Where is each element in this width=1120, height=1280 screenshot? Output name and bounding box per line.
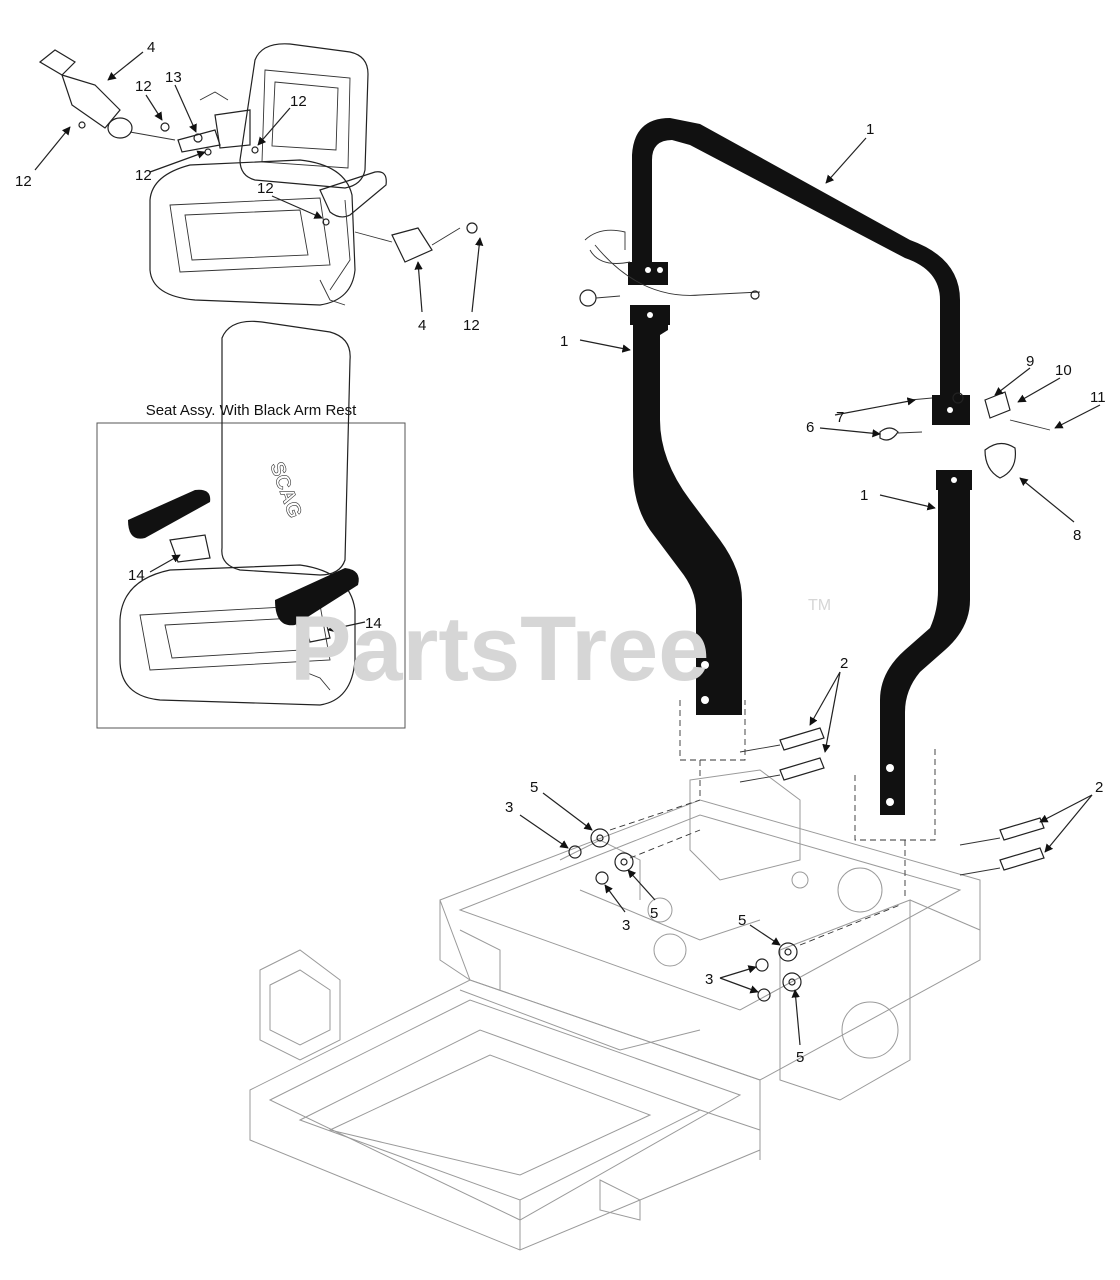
callout-3-nut-a: 3 [505,799,513,816]
inset-box: Seat Assy. With Black Arm Rest SCAG [96,320,406,729]
rops-left-leg [630,305,746,800]
callout-12-c: 12 [135,167,152,184]
callout-12-f: 12 [463,317,480,334]
callout-labels: 1 1 1 2 2 3 3 3 4 4 5 5 5 5 6 7 8 9 10 1… [15,39,1106,1066]
callout-5-washer-c: 5 [738,912,746,929]
callout-12-a: 12 [15,173,32,190]
watermark-trademark: TM [808,597,831,614]
callout-4-retractor: 4 [147,39,155,56]
callout-2-left-bolts: 2 [840,655,848,672]
callout-11: 11 [1090,389,1106,406]
seat-belt-retractor [38,49,176,141]
callout-6: 6 [806,419,814,436]
callout-9: 9 [1026,353,1034,370]
mower-chassis-frame [249,769,981,1251]
callout-10: 10 [1055,362,1072,379]
watermark: PartsTree TM [290,597,831,700]
inset-title: Seat Assy. With Black Arm Rest [146,402,357,419]
mounting-hardware [568,727,1045,1002]
inset-seat-drawing: SCAG [119,320,359,706]
rops-right-leg [854,470,972,900]
callout-7: 7 [836,409,844,426]
callout-1-left-leg: 1 [560,333,568,350]
callout-5-washer-a: 5 [530,779,538,796]
callout-14-left: 14 [128,567,145,584]
seat-belt-latch [354,227,461,263]
callout-3-nut-b: 3 [622,917,630,934]
seat-assembly-drawing [149,43,387,306]
callout-12-e: 12 [257,180,274,197]
callout-13: 13 [165,69,182,86]
callout-2-right-bolts: 2 [1095,779,1103,796]
callout-1-right-leg: 1 [860,487,868,504]
callout-1-upper-hoop: 1 [866,121,874,138]
rops-upper-hoop [628,118,970,425]
callout-8: 8 [1073,527,1081,544]
seat-bolts [78,121,478,234]
callout-12-b: 12 [135,78,152,95]
callout-5-washer-d: 5 [796,1049,804,1066]
callout-4-latch: 4 [418,317,426,334]
callout-14-right: 14 [365,615,382,632]
callout-leaders [34,51,1101,1046]
callout-12-d: 12 [290,93,307,110]
callout-5-washer-b: 5 [650,905,658,922]
callout-3-nut-c: 3 [705,971,713,988]
watermark-text: PartsTree [290,598,709,700]
